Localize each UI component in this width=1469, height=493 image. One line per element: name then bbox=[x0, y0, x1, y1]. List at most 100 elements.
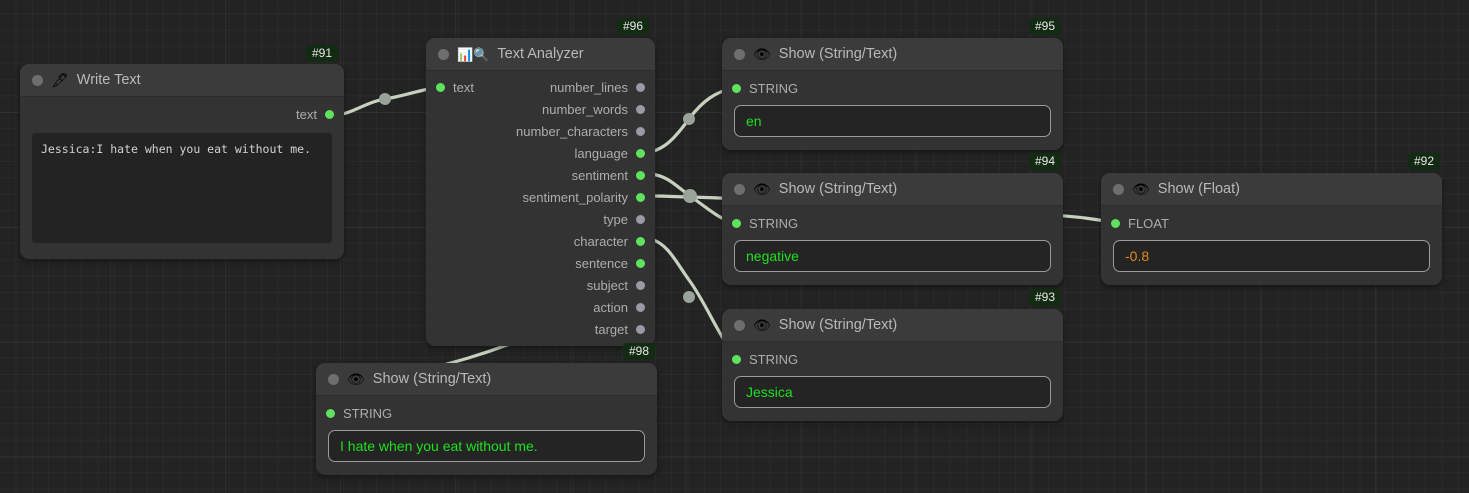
node-id-badge-98: #98 bbox=[623, 343, 656, 360]
port-label: STRING bbox=[749, 215, 799, 231]
node-write-text[interactable]: 🖋 Write Text text Jessica:I hate when yo… bbox=[20, 64, 344, 259]
node-show-string-character[interactable]: 👁 Show (String/Text) STRING bbox=[722, 309, 1063, 421]
output-port-row-sentiment-polarity[interactable]: sentiment_polarity bbox=[484, 186, 655, 208]
node-id-badge-91: #91 bbox=[306, 45, 339, 62]
output-port-number-characters[interactable] bbox=[636, 126, 645, 136]
node-title: Text Analyzer bbox=[497, 46, 584, 62]
node-title: Write Text bbox=[76, 72, 141, 88]
output-port-row-type[interactable]: type bbox=[484, 208, 655, 230]
output-port-number-lines[interactable] bbox=[636, 82, 645, 92]
node-show-string-language[interactable]: 👁 Show (String/Text) STRING bbox=[722, 38, 1063, 150]
node-title: Show (String/Text) bbox=[778, 181, 898, 197]
value-wrapper bbox=[316, 424, 657, 464]
collapse-toggle-icon[interactable] bbox=[438, 48, 449, 60]
collapse-toggle-icon[interactable] bbox=[1113, 183, 1124, 195]
bar-chart-search-icon: 📊🔍 bbox=[457, 46, 490, 62]
node-header[interactable]: 👁 Show (Float) bbox=[1101, 173, 1442, 206]
node-body: FLOAT bbox=[1101, 206, 1442, 284]
output-port-sentiment[interactable] bbox=[636, 170, 645, 180]
node-header[interactable]: 👁 Show (String/Text) bbox=[722, 38, 1063, 71]
node-body: STRING bbox=[722, 342, 1063, 420]
input-port-row-string[interactable]: STRING bbox=[316, 402, 657, 424]
collapse-toggle-icon[interactable] bbox=[328, 373, 339, 385]
port-label: STRING bbox=[749, 351, 799, 367]
output-port-number-words[interactable] bbox=[636, 104, 645, 114]
input-port-row-string[interactable]: STRING bbox=[722, 77, 1063, 99]
write-text-input[interactable]: Jessica:I hate when you eat without me. bbox=[32, 133, 332, 243]
node-header[interactable]: 🖋 Write Text bbox=[20, 64, 344, 97]
input-port-row-text[interactable]: text bbox=[426, 76, 484, 98]
eye-icon: 👁 bbox=[753, 317, 771, 333]
output-port-row-language[interactable]: language bbox=[484, 142, 655, 164]
value-wrapper bbox=[1101, 234, 1442, 274]
node-header[interactable]: 📊🔍 Text Analyzer bbox=[426, 38, 655, 71]
output-port-row-number-lines[interactable]: number_lines bbox=[484, 76, 655, 98]
output-port-row-target[interactable]: target bbox=[484, 318, 655, 340]
node-id-badge-96: #96 bbox=[617, 18, 650, 35]
output-port-sentiment-polarity[interactable] bbox=[636, 192, 645, 202]
output-port-row-subject[interactable]: subject bbox=[484, 274, 655, 296]
node-show-string-sentiment[interactable]: 👁 Show (String/Text) STRING bbox=[722, 173, 1063, 285]
display-value-field[interactable] bbox=[328, 430, 645, 462]
input-port-float[interactable] bbox=[1111, 218, 1120, 228]
input-port-string[interactable] bbox=[326, 408, 335, 418]
input-port-row-float[interactable]: FLOAT bbox=[1101, 212, 1442, 234]
output-port-subject[interactable] bbox=[636, 280, 645, 290]
output-port-text[interactable] bbox=[325, 109, 334, 119]
port-label: sentence bbox=[575, 255, 628, 271]
node-title: Show (String/Text) bbox=[778, 46, 898, 62]
output-port-sentence[interactable] bbox=[636, 258, 645, 268]
output-port-type[interactable] bbox=[636, 214, 645, 224]
display-value-field[interactable] bbox=[734, 376, 1051, 408]
node-body: STRING bbox=[316, 396, 657, 474]
input-port-row-string[interactable]: STRING bbox=[722, 348, 1063, 370]
node-show-string-sentence[interactable]: 👁 Show (String/Text) STRING bbox=[316, 363, 657, 475]
output-port-row-sentiment[interactable]: sentiment bbox=[484, 164, 655, 186]
input-port-string[interactable] bbox=[732, 83, 741, 93]
eye-icon: 👁 bbox=[1132, 181, 1150, 197]
node-header[interactable]: 👁 Show (String/Text) bbox=[316, 363, 657, 396]
port-label: subject bbox=[586, 277, 628, 293]
input-port-text[interactable] bbox=[436, 82, 445, 92]
node-title: Show (String/Text) bbox=[778, 317, 898, 333]
value-wrapper bbox=[722, 99, 1063, 139]
display-value-field[interactable] bbox=[734, 105, 1051, 137]
node-body: text Jessica:I hate when you eat without… bbox=[20, 97, 344, 258]
port-label: target bbox=[594, 321, 628, 337]
collapse-toggle-icon[interactable] bbox=[734, 319, 745, 331]
output-port-row-sentence[interactable]: sentence bbox=[484, 252, 655, 274]
node-title: Show (Float) bbox=[1157, 181, 1240, 197]
output-port-row-number-words[interactable]: number_words bbox=[484, 98, 655, 120]
output-port-target[interactable] bbox=[636, 324, 645, 334]
output-port-action[interactable] bbox=[636, 302, 645, 312]
node-text-analyzer[interactable]: 📊🔍 Text Analyzer text number_lines numbe… bbox=[426, 38, 655, 346]
output-port-row-text[interactable]: text bbox=[20, 103, 344, 125]
display-value-field[interactable] bbox=[1113, 240, 1430, 272]
input-port-string[interactable] bbox=[732, 218, 741, 228]
port-label: text bbox=[296, 106, 317, 122]
output-port-row-character[interactable]: character bbox=[484, 230, 655, 252]
port-label: sentiment_polarity bbox=[522, 189, 629, 205]
port-label: language bbox=[574, 145, 629, 161]
port-label: text bbox=[453, 79, 474, 95]
node-header[interactable]: 👁 Show (String/Text) bbox=[722, 173, 1063, 206]
node-body: STRING bbox=[722, 206, 1063, 284]
input-port-string[interactable] bbox=[732, 354, 741, 364]
node-header[interactable]: 👁 Show (String/Text) bbox=[722, 309, 1063, 342]
collapse-toggle-icon[interactable] bbox=[734, 48, 745, 60]
node-id-badge-95: #95 bbox=[1029, 18, 1062, 35]
collapse-toggle-icon[interactable] bbox=[32, 74, 43, 86]
node-show-float-polarity[interactable]: 👁 Show (Float) FLOAT bbox=[1101, 173, 1442, 285]
node-body: STRING bbox=[722, 71, 1063, 149]
display-value-field[interactable] bbox=[734, 240, 1051, 272]
input-port-row-string[interactable]: STRING bbox=[722, 212, 1063, 234]
eye-icon: 👁 bbox=[347, 371, 365, 387]
output-port-row-action[interactable]: action bbox=[484, 296, 655, 318]
output-port-character[interactable] bbox=[636, 236, 645, 246]
port-label: number_words bbox=[542, 101, 628, 117]
collapse-toggle-icon[interactable] bbox=[734, 183, 745, 195]
port-label: character bbox=[573, 233, 628, 249]
port-label: action bbox=[593, 299, 628, 315]
output-port-language[interactable] bbox=[636, 148, 645, 158]
output-port-row-number-characters[interactable]: number_characters bbox=[484, 120, 655, 142]
